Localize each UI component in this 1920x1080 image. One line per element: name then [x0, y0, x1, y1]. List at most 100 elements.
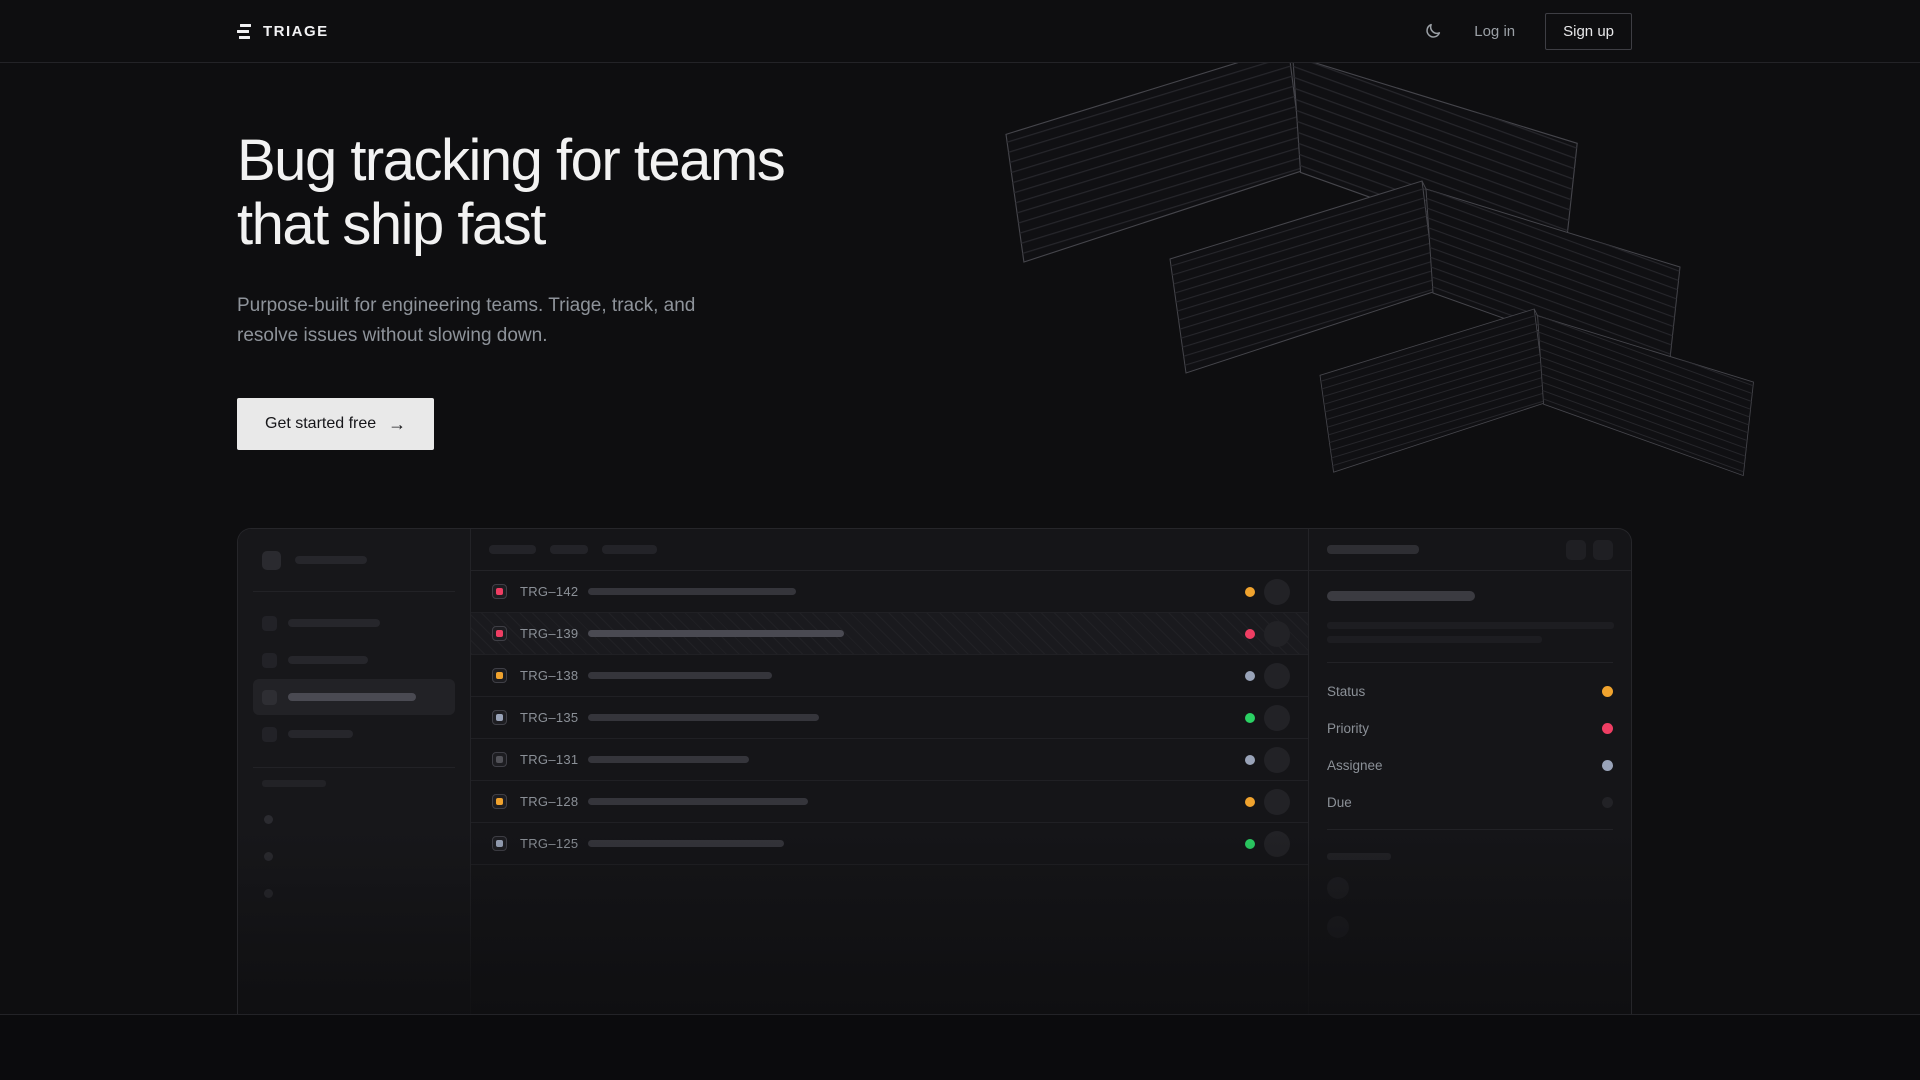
- assignee-avatar: [1264, 788, 1290, 815]
- panel-divider: [1327, 829, 1613, 830]
- issue-type-icon: [492, 668, 507, 683]
- sidebar-bullet: [264, 889, 273, 898]
- sidebar-nav-item-skeleton-active: [253, 679, 455, 715]
- panel-divider: [1327, 662, 1613, 663]
- issue-title-placeholder: [588, 714, 819, 721]
- assignee-avatar: [1264, 830, 1290, 857]
- assignee-avatar: [1264, 620, 1290, 647]
- panel-action-button: [1566, 539, 1586, 560]
- issue-id: TRG–125: [520, 836, 579, 851]
- brand-logo[interactable]: TRIAGE: [237, 23, 329, 40]
- issue-id: TRG–139: [520, 626, 579, 641]
- issue-title-placeholder: [588, 630, 844, 637]
- issue-id: TRG–138: [520, 668, 579, 683]
- detail-field-row: Due: [1327, 784, 1613, 821]
- issue-title-placeholder: [588, 588, 796, 595]
- issue-title-placeholder: [588, 840, 784, 847]
- sidebar-divider: [253, 767, 455, 768]
- hero-subtitle: Purpose-built for engineering teams. Tri…: [237, 295, 696, 346]
- filter-pill-placeholder: [602, 545, 657, 554]
- status-dot: [1245, 838, 1255, 849]
- field-label: Assignee: [1327, 758, 1383, 773]
- detail-field-row: Assignee: [1327, 747, 1613, 784]
- top-navigation: TRIAGE Log in Sign up: [0, 0, 1920, 63]
- theme-toggle-button[interactable]: [1422, 20, 1444, 42]
- nav-item-label-placeholder: [288, 730, 353, 738]
- workspace-switcher-skeleton: [253, 529, 455, 591]
- nav-item-icon: [262, 652, 277, 668]
- sidebar-bullet: [264, 852, 273, 861]
- description-line-placeholder: [1327, 636, 1542, 643]
- issue-type-icon: [492, 836, 507, 851]
- activity-label-placeholder: [1327, 853, 1391, 860]
- field-label: Status: [1327, 684, 1366, 699]
- sidebar-nav-item-skeleton: [253, 605, 455, 641]
- issue-id: TRG–131: [520, 752, 579, 767]
- sidebar-nav-item-skeleton: [253, 642, 455, 678]
- sidebar-nav-item-skeleton: [253, 716, 455, 752]
- workspace-icon: [262, 550, 281, 570]
- assignee-avatar: [1264, 662, 1290, 689]
- assignee-avatar: [1264, 704, 1290, 731]
- wireframe-ribbons-decoration: [1005, 63, 1754, 477]
- brand-name: TRIAGE: [263, 22, 329, 40]
- hero-section: Bug tracking for teams that ship fast Pu…: [0, 63, 1920, 1014]
- description-line-placeholder: [1327, 622, 1614, 629]
- status-dot: [1245, 796, 1255, 807]
- issue-type-icon: [492, 710, 507, 725]
- issue-row: TRG–138: [471, 655, 1308, 697]
- sidebar-divider: [253, 591, 455, 592]
- issue-type-icon: [492, 584, 507, 599]
- issue-row: TRG–128: [471, 781, 1308, 823]
- issue-type-icon: [492, 794, 507, 809]
- panel-title-placeholder: [1327, 545, 1419, 554]
- login-link[interactable]: Log in: [1474, 22, 1516, 40]
- issue-list-pane: TRG–142 TRG–139 TRG–138 TRG–135 TRG–: [471, 529, 1308, 1014]
- issue-list: TRG–142 TRG–139 TRG–138 TRG–135 TRG–: [471, 571, 1308, 865]
- get-started-button[interactable]: Get started free →: [237, 398, 435, 450]
- issue-detail-panel: Status Priority Assignee Due: [1308, 529, 1631, 1014]
- mockup-sidebar: [238, 529, 471, 1014]
- workspace-name-placeholder: [295, 556, 367, 564]
- issue-title-placeholder: [588, 672, 772, 679]
- assignee-avatar: [1264, 746, 1290, 773]
- issue-title-placeholder: [1327, 591, 1475, 601]
- nav-item-icon: [262, 615, 277, 631]
- issue-title-placeholder: [588, 756, 749, 763]
- detail-field-row: Priority: [1327, 710, 1613, 747]
- filter-pill-placeholder: [550, 545, 588, 554]
- issue-row: TRG–139: [471, 613, 1308, 655]
- status-dot: [1245, 586, 1255, 597]
- issue-row: TRG–125: [471, 823, 1308, 865]
- field-label: Priority: [1327, 721, 1370, 736]
- status-dot: [1245, 754, 1255, 765]
- issue-title-placeholder: [588, 798, 808, 805]
- nav-item-label-placeholder: [288, 619, 380, 627]
- get-started-label: Get started free: [265, 415, 377, 432]
- field-value-dot: [1602, 723, 1613, 734]
- hero-title: Bug tracking for teams that ship fast: [237, 128, 786, 257]
- field-value-dot: [1602, 797, 1613, 808]
- issue-list-header: [471, 529, 1308, 571]
- issue-type-icon: [492, 626, 507, 641]
- next-section-strip: [0, 1014, 1920, 1080]
- nav-item-icon: [262, 726, 277, 742]
- issue-row: TRG–135: [471, 697, 1308, 739]
- nav-item-icon: [262, 689, 277, 705]
- comment-avatar: [1327, 877, 1349, 899]
- nav-item-label-placeholder: [288, 656, 368, 664]
- status-dot: [1245, 712, 1255, 723]
- detail-panel-header: [1309, 529, 1631, 571]
- issue-id: TRG–142: [520, 584, 579, 599]
- app-mockup-window: TRG–142 TRG–139 TRG–138 TRG–135 TRG–: [237, 528, 1632, 1014]
- field-value-dot: [1602, 686, 1613, 697]
- issue-id: TRG–128: [520, 794, 579, 809]
- detail-field-list: Status Priority Assignee Due: [1327, 663, 1613, 829]
- arrow-right-icon: →: [388, 414, 407, 434]
- signup-button[interactable]: Sign up: [1545, 12, 1632, 50]
- filter-pill-placeholder: [489, 545, 536, 554]
- comment-avatar: [1327, 916, 1349, 938]
- field-label: Due: [1327, 795, 1352, 810]
- sidebar-section-label-placeholder: [262, 780, 326, 787]
- nav-item-label-placeholder: [288, 693, 416, 701]
